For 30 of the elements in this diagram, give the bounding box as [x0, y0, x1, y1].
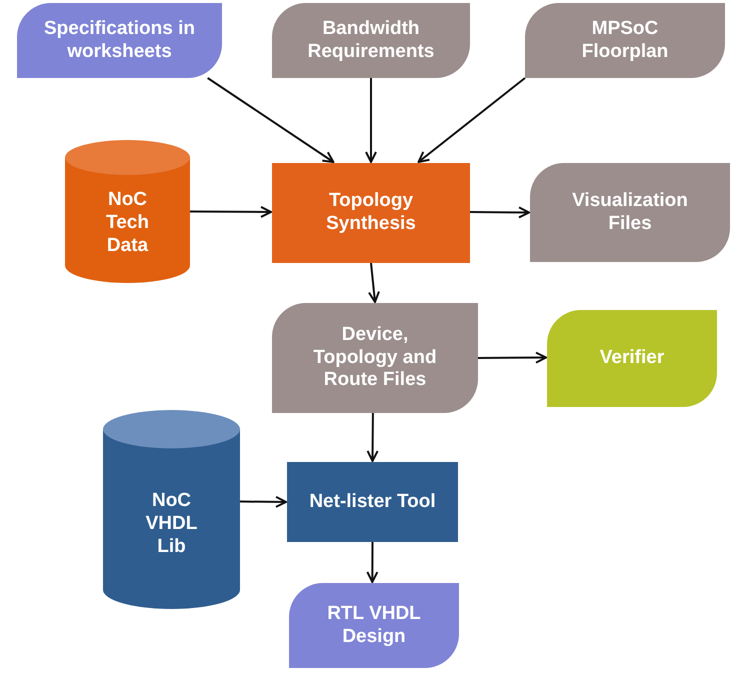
node-label: Device, Topology and Route Files: [312, 324, 438, 392]
arrow: [207, 77, 334, 163]
node-label: Bandwidth Requirements: [306, 18, 436, 64]
node-label: Specifications in worksheets: [43, 18, 196, 64]
document-box: [289, 583, 459, 668]
document-box: [547, 310, 717, 407]
arrow: [365, 78, 377, 163]
node-label: Verifier: [600, 347, 664, 370]
process-box: [287, 462, 458, 542]
arrow: [366, 412, 379, 462]
arrow: [368, 262, 380, 303]
process-box: [272, 163, 470, 263]
node-label: RTL VHDL Design: [326, 602, 422, 648]
document-box: [530, 163, 730, 262]
node-label: Visualization Files: [571, 190, 689, 236]
document-box: [525, 3, 725, 78]
arrow: [190, 206, 272, 218]
node-label: MPSoC Floorplan: [580, 18, 670, 64]
arrow: [366, 542, 378, 583]
document-box: [17, 3, 222, 78]
node-label: NoC VHDL Lib: [144, 490, 198, 559]
node-label: Topology Synthesis: [325, 190, 417, 236]
arrow: [240, 496, 287, 508]
node-label: NoC Tech Data: [105, 189, 150, 258]
arrow: [418, 77, 526, 163]
node-label: Net-lister Tool: [309, 490, 436, 514]
document-box: [272, 3, 470, 78]
document-box: [272, 303, 478, 413]
arrow: [478, 352, 547, 364]
arrow: [470, 206, 530, 218]
